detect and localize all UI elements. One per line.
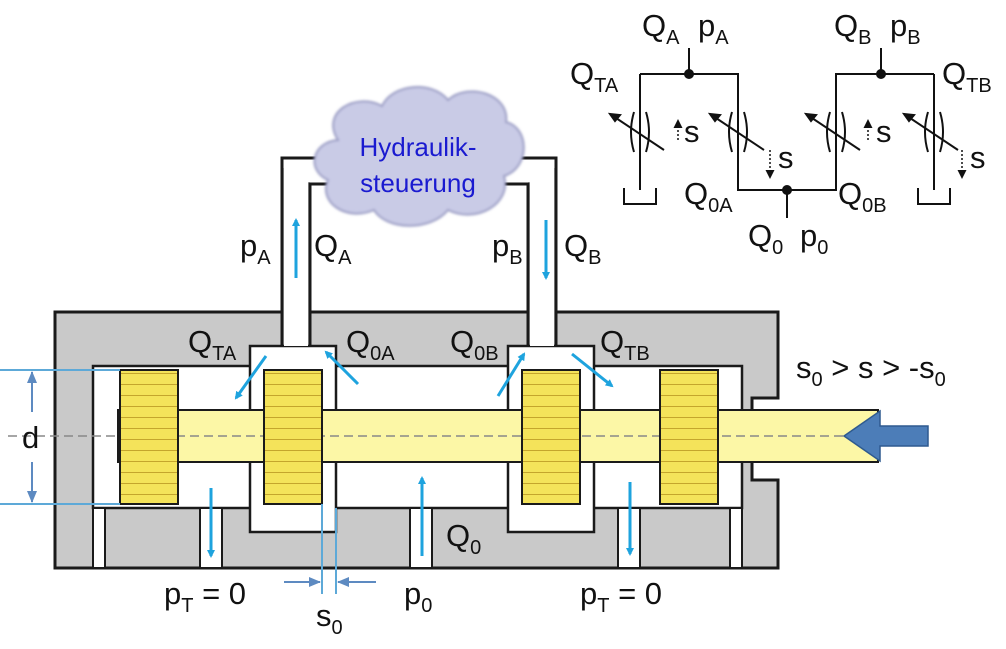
label-pA: pA bbox=[240, 228, 271, 269]
label-pB: pB bbox=[492, 228, 523, 269]
port-labels: QTA Q0A Q0B QTB Q0 bbox=[188, 324, 650, 559]
sch-QA: QA bbox=[642, 8, 680, 49]
spool bbox=[8, 369, 879, 505]
label-s0: s0 bbox=[316, 598, 343, 639]
label-QA: QA bbox=[314, 228, 352, 269]
sch-QB: QB bbox=[834, 8, 871, 49]
sch-s-4: s bbox=[970, 140, 986, 175]
node-P bbox=[782, 185, 792, 195]
condition-label: s0 > s > -s0 bbox=[796, 350, 946, 391]
spool-land-4 bbox=[659, 369, 719, 505]
variable-orifice-icon bbox=[707, 111, 765, 153]
spool-land-1 bbox=[119, 369, 179, 505]
variable-orifice-icon bbox=[901, 111, 959, 153]
cloud-text-line2: steuerung bbox=[360, 168, 476, 198]
sch-s-2: s bbox=[778, 140, 794, 175]
label-Q0: Q0 bbox=[446, 518, 481, 559]
sch-pB: pB bbox=[890, 8, 921, 49]
sch-s-1: s bbox=[684, 114, 700, 149]
label-pT-left: pT = 0 bbox=[164, 576, 246, 617]
dimension-d-label: d bbox=[22, 420, 39, 455]
label-pT-right: pT = 0 bbox=[580, 576, 662, 617]
flow-arrow-TA bbox=[234, 355, 268, 400]
label-QB: QB bbox=[564, 228, 601, 269]
dimension-d: d bbox=[0, 369, 120, 505]
dimension-s0 bbox=[284, 504, 376, 594]
flow-arrow-TB bbox=[571, 352, 614, 388]
sch-Q0: Q0 bbox=[748, 218, 783, 259]
sch-QTB: QTB bbox=[942, 56, 992, 97]
flow-arrow-0A bbox=[324, 350, 360, 386]
sch-QTA: QTA bbox=[570, 56, 619, 97]
variable-orifice-icon bbox=[803, 111, 861, 153]
spool-land-2 bbox=[263, 369, 323, 505]
label-Q0A: Q0A bbox=[346, 324, 395, 365]
sch-p0: p0 bbox=[800, 218, 828, 259]
bottom-labels: pT = 0 p0 pT = 0 s0 bbox=[164, 576, 662, 639]
sch-s-3: s bbox=[876, 114, 892, 149]
pipe-B bbox=[498, 156, 558, 346]
pipe-labels: pA QA pB QB bbox=[240, 228, 601, 269]
label-QTA: QTA bbox=[188, 324, 237, 365]
node-A bbox=[684, 69, 694, 79]
sch-Q0B: Q0B bbox=[838, 176, 887, 217]
variable-orifice-icon bbox=[607, 111, 665, 153]
valve-housing bbox=[53, 168, 780, 570]
cloud-text-line1: Hydraulik- bbox=[359, 132, 476, 162]
label-QTB: QTB bbox=[600, 324, 650, 365]
equivalent-circuit: s s s s QA pA QB pB QTA QTB Q0A Q0B Q0 p… bbox=[570, 8, 992, 259]
block-arrow-left-icon bbox=[842, 409, 929, 463]
sch-pA: pA bbox=[698, 8, 729, 49]
flow-arrows bbox=[207, 218, 634, 558]
label-Q0B: Q0B bbox=[450, 324, 499, 365]
sch-Q0A: Q0A bbox=[684, 176, 733, 217]
spool-land-3 bbox=[521, 369, 581, 505]
label-p0: p0 bbox=[404, 576, 432, 617]
flow-arrow-0B bbox=[496, 352, 526, 397]
hydraulic-control-cloud: Hydraulik- steuerung bbox=[313, 86, 525, 227]
node-B bbox=[876, 69, 886, 79]
